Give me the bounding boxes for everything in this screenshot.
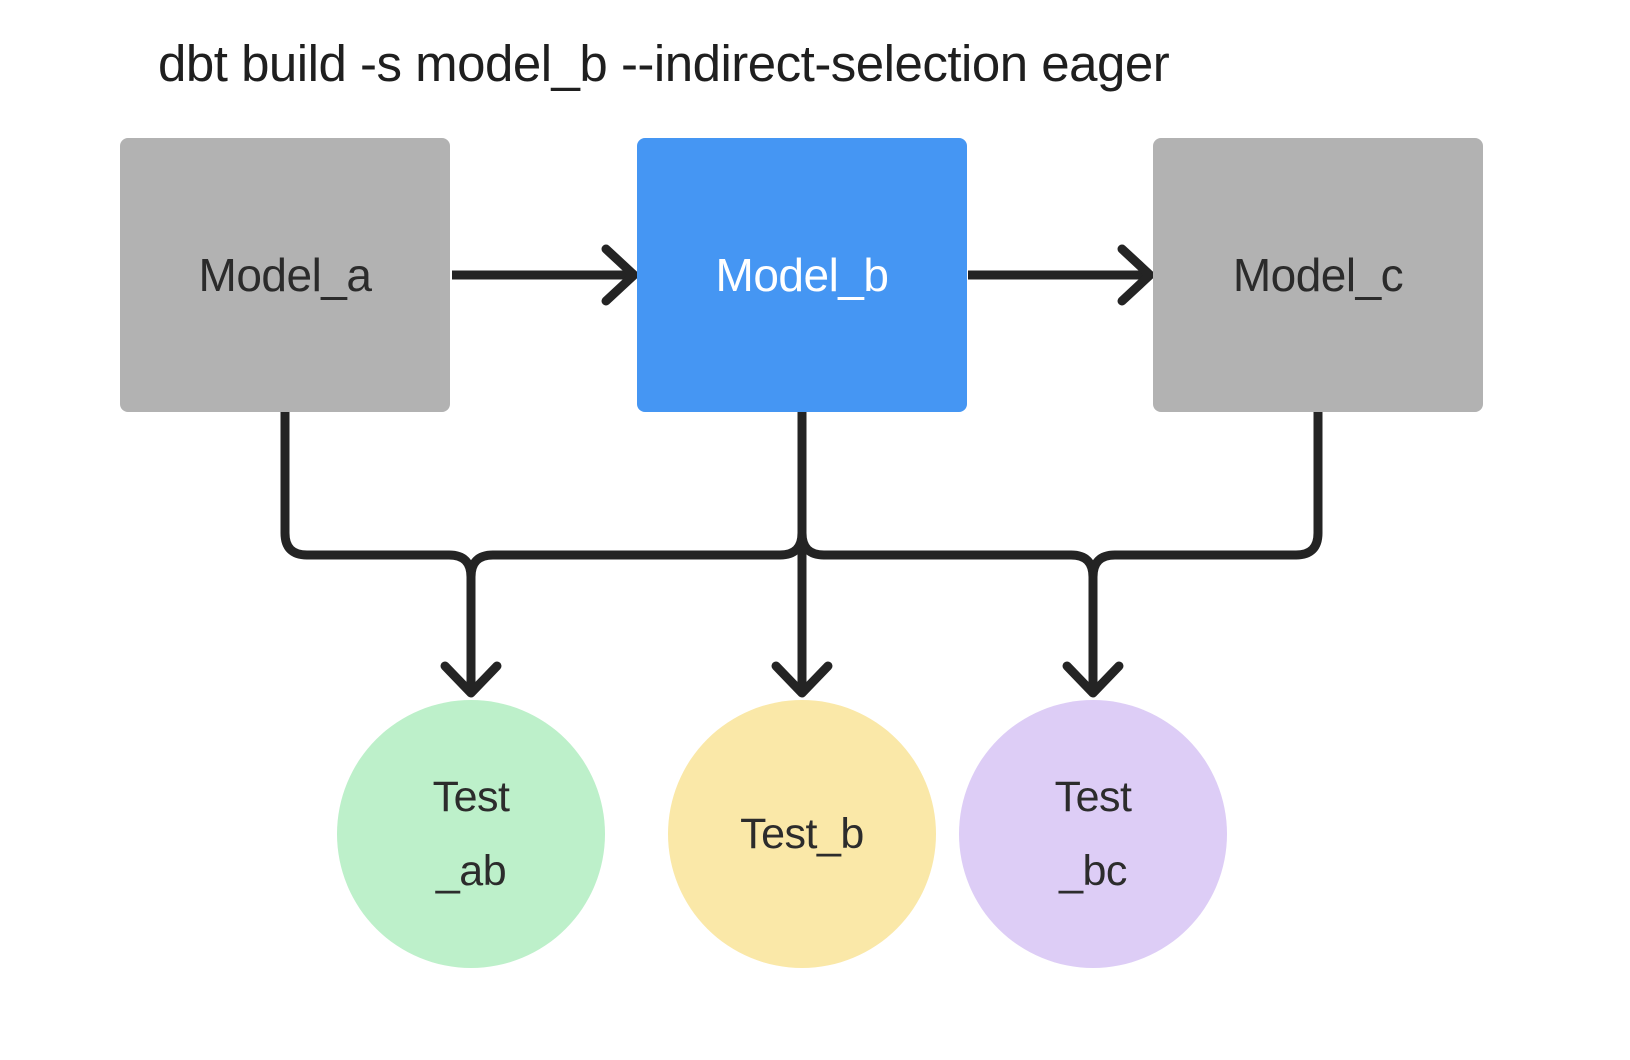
diagram-title: dbt build -s model_b --indirect-selectio… [158, 35, 1170, 92]
node-test-ab-label-line2: _ab [435, 847, 507, 895]
arrowhead-model-b-icon [601, 244, 639, 306]
node-model-c: Model_c [1153, 138, 1483, 412]
node-test-b: Test_b [668, 700, 936, 968]
node-test-bc-label-line1: Test [1054, 773, 1132, 821]
node-test-bc-label-line2: _bc [1059, 847, 1127, 895]
arrowhead-model-c-icon [1117, 244, 1155, 306]
edge-model-b-to-test-bc [797, 412, 1098, 691]
arrowhead-test-ab-icon [440, 661, 502, 698]
node-model-a: Model_a [120, 138, 450, 412]
node-test-ab: Test _ab [337, 700, 605, 968]
node-model-c-label: Model_c [1232, 249, 1404, 301]
node-test-ab-label-line1: Test [432, 773, 510, 821]
node-model-b-label: Model_b [715, 249, 889, 301]
arrowhead-test-bc-icon [1062, 661, 1124, 698]
node-test-bc: Test _bc [959, 700, 1227, 968]
arrowhead-test-b-icon [771, 661, 833, 698]
node-model-a-label: Model_a [198, 249, 372, 301]
node-test-b-label-line1: Test_b [740, 810, 864, 858]
edge-model-c-to-test-bc [1088, 412, 1323, 578]
edge-model-b-to-test-ab [466, 412, 807, 578]
edge-model-a-to-test-ab [280, 412, 476, 691]
node-model-b: Model_b [637, 138, 967, 412]
